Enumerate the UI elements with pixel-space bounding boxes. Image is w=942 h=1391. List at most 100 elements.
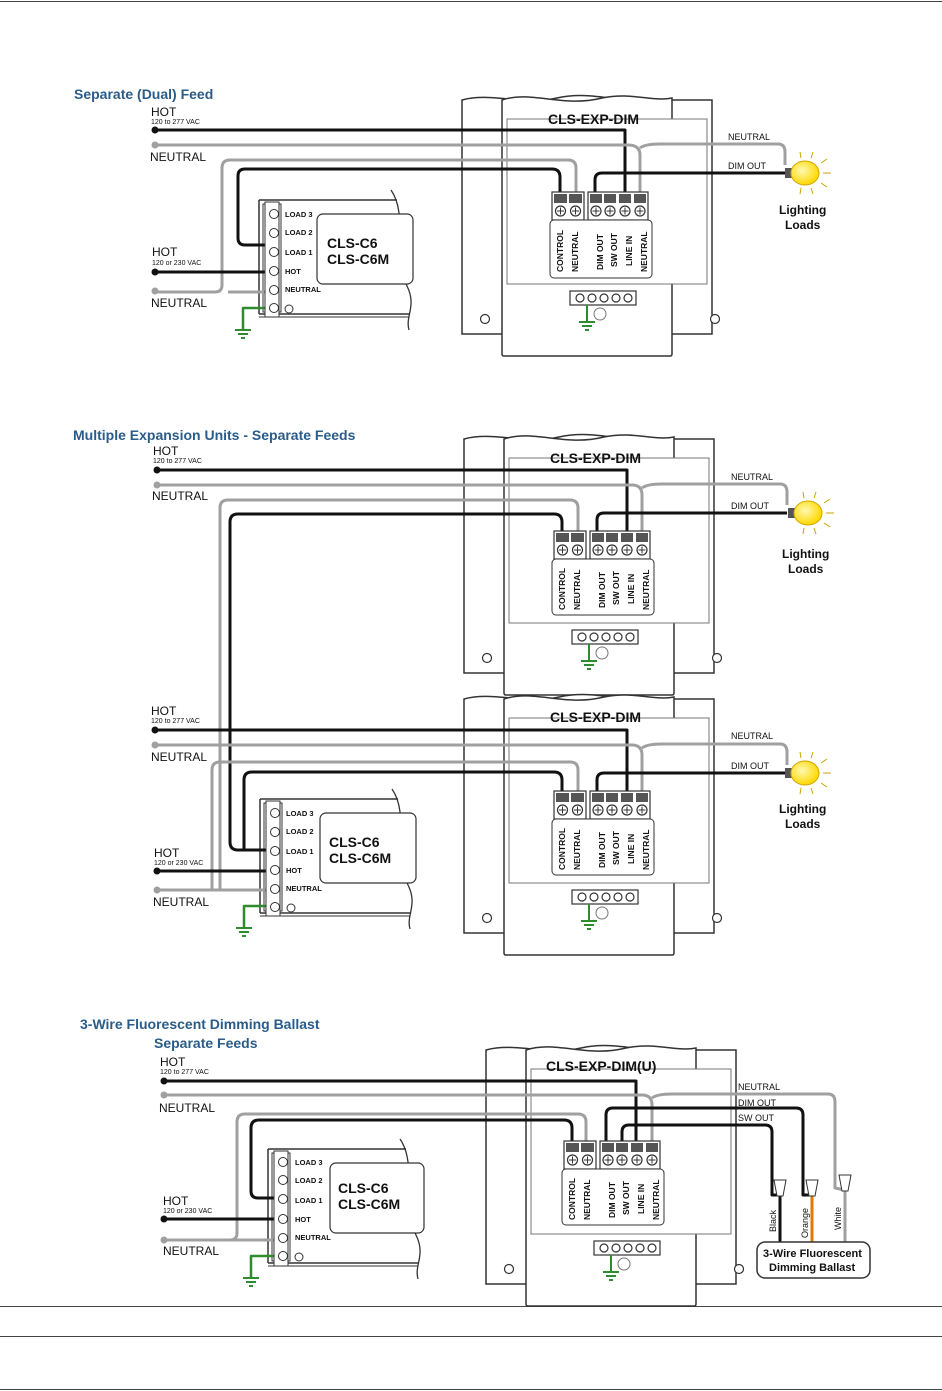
ballast-label-1: 3-Wire Fluorescent [763,1248,862,1260]
svg-text:LINE IN: LINE IN [636,1184,646,1214]
bulb-icon [788,491,834,535]
wire-neutral-label: NEUTRAL [731,731,773,741]
hot-voltage: 120 to 277 VAC [160,1069,209,1076]
hot-voltage: 120 to 277 VAC [151,119,200,126]
controller-name-2: CLS-C6M [338,1196,400,1212]
ctrl-load1: LOAD 1 [286,847,314,856]
svg-text:CONTROL: CONTROL [557,568,567,610]
neutral-label: NEUTRAL [163,1244,219,1258]
terminal-block-control [563,1140,597,1170]
ballast-label-2: Dimming Ballast [769,1262,856,1274]
neutral-terminal-dot [153,481,161,489]
svg-text:SW OUT: SW OUT [611,830,621,865]
ctrl-load2: LOAD 2 [295,1176,323,1185]
terminal-block-control [551,191,585,221]
diagram3-title: 3-Wire Fluorescent Dimming Ballast [80,1016,320,1032]
svg-text:DIM OUT: DIM OUT [597,831,607,868]
wire-neutral-label: NEUTRAL [728,132,770,142]
svg-text:DIM OUT: DIM OUT [607,1181,617,1218]
wire-dimout-label: DIM OUT [731,761,769,771]
ctrl-neutral: NEUTRAL [295,1233,331,1242]
ctrl-load3: LOAD 3 [295,1158,323,1167]
hot-terminal-dot [160,1215,168,1223]
ctrl-neutral: NEUTRAL [285,285,321,294]
ctrl-neutral: NEUTRAL [286,884,322,893]
bulb-icon [785,151,831,195]
expansion-unit-label: CLS-EXP-DIM [548,111,639,127]
wire-nut-icon [773,1174,852,1197]
neutral-label: NEUTRAL [150,150,206,164]
terminal-label-box [551,818,655,876]
terminal-block-control [553,790,587,820]
svg-text:CONTROL: CONTROL [557,828,567,870]
hot-label: HOT [151,105,177,119]
svg-text:NEUTRAL: NEUTRAL [572,829,582,870]
svg-text:LINE IN: LINE IN [626,834,636,864]
ctrl-hot: HOT [285,267,301,276]
hot-label: HOT [153,444,179,458]
loads-label-1: Lighting [779,802,826,816]
neutral-terminal-dot [160,1236,168,1244]
hot-terminal-dot [151,268,159,276]
neutral-label: NEUTRAL [151,750,207,764]
neutral-terminal-dot [153,886,161,894]
terminal-labels: CONTROL NEUTRAL DIM OUT SW OUT LINE IN N… [567,1178,661,1220]
neutral-terminal-dot [151,287,159,295]
svg-text:NEUTRAL: NEUTRAL [572,569,582,610]
wire-dimout-label: DIM OUT [731,501,769,511]
expansion-unit-label: CLS-EXP-DIM(U) [546,1058,656,1074]
loads-label-2: Loads [785,817,821,831]
ground-icon [235,329,251,339]
controller-name-1: CLS-C6 [329,834,380,850]
diagram2-title: Multiple Expansion Units - Separate Feed… [73,427,356,443]
svg-text:NEUTRAL: NEUTRAL [651,1179,661,1220]
svg-text:NEUTRAL: NEUTRAL [641,829,651,870]
svg-text:CONTROL: CONTROL [555,230,565,272]
hot-label: HOT [151,704,177,718]
svg-text:DIM OUT: DIM OUT [597,571,607,608]
controller-name-1: CLS-C6 [327,235,378,251]
wire-color-black: Black [768,1209,778,1232]
hot-voltage: 120 or 230 VAC [152,260,201,267]
terminal-labels: CONTROL NEUTRAL DIM OUT SW OUT LINE IN N… [555,230,649,272]
wire-color-white: White [833,1207,843,1230]
hot-terminal-dot [151,126,159,134]
bulb-icon [785,751,831,795]
terminal-block-outputs [589,790,651,820]
neutral-label: NEUTRAL [159,1101,215,1115]
controller-terminals [265,800,296,917]
controller-name-2: CLS-C6M [327,251,389,267]
ballast-box [756,1241,871,1279]
svg-text:NEUTRAL: NEUTRAL [639,231,649,272]
diagram1-title: Separate (Dual) Feed [74,86,213,102]
loads-label-1: Lighting [782,547,829,561]
ground-icon [236,927,252,937]
svg-text:NEUTRAL: NEUTRAL [582,1179,592,1220]
svg-text:NEUTRAL: NEUTRAL [570,231,580,272]
terminal-block-outputs [589,530,651,560]
footer-rule-3 [0,1389,942,1390]
wire-dimout-label: DIM OUT [728,161,766,171]
terminal-block-outputs [599,1140,661,1170]
controller-terminals [273,1150,304,1267]
ctrl-load3: LOAD 3 [285,210,313,219]
expansion-unit-label: CLS-EXP-DIM [550,450,641,466]
wire-color-orange: Orange [800,1208,810,1238]
hot-terminal-dot [151,726,159,734]
hot-label: HOT [163,1194,189,1208]
neutral-label: NEUTRAL [151,296,207,310]
terminal-label-box [549,219,653,279]
ctrl-hot: HOT [286,866,302,875]
svg-text:LINE IN: LINE IN [626,574,636,604]
neutral-label: NEUTRAL [153,895,209,909]
hot-voltage: 120 or 230 VAC [163,1208,212,1215]
terminal-label-box [551,558,655,616]
loads-label-2: Loads [785,218,821,232]
wire-swout-label: SW OUT [738,1113,774,1123]
ctrl-hot: HOT [295,1215,311,1224]
hot-label: HOT [152,245,178,259]
hot-voltage: 120 to 277 VAC [153,458,202,465]
terminal-block-control [553,530,587,560]
wire-neutral-label: NEUTRAL [731,472,773,482]
